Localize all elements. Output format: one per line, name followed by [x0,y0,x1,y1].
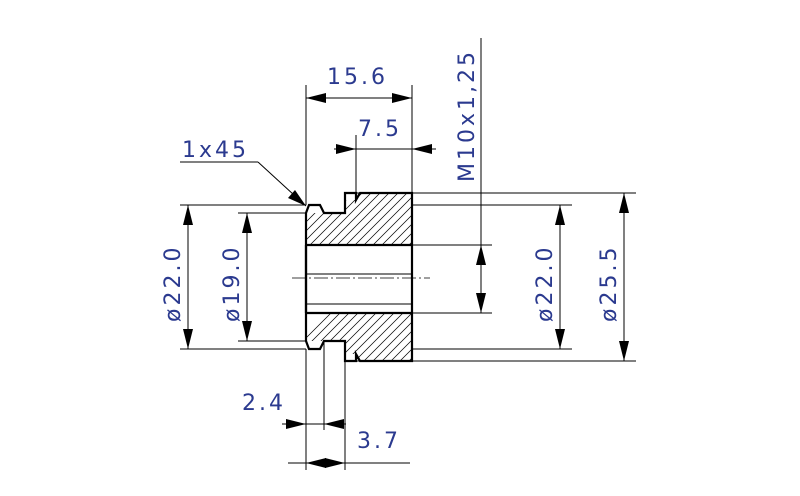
hatch-line [415,310,469,364]
hatch-line [442,190,500,248]
hatch-line [415,190,473,248]
part-outline [304,191,414,363]
hatch-line [405,313,412,361]
hatch-line [333,193,393,245]
hatch-line [478,310,532,364]
label-thread: M10x1,25 [455,49,480,182]
hatch-line [360,313,412,361]
label-groove-position: 3.7 [357,429,401,454]
hatch-line [451,190,509,248]
hatch-line [396,193,412,245]
hatch-line [342,313,398,361]
hatch-line [369,313,412,361]
hatch-line [378,193,412,245]
hatch-line [306,313,362,361]
dim-groove-width [282,419,346,429]
hatch-line [433,310,487,364]
hatch-line [324,313,380,361]
hatch-line [478,190,536,248]
dim-chamfer-leader [180,161,307,207]
hatch-line [460,190,518,248]
label-groove-diameter: ø19.0 [220,245,245,322]
label-thread-length: 7.5 [358,117,402,142]
hatch-line [469,310,523,364]
hatch-line [387,193,412,245]
hatch-line [351,313,407,361]
hatch-line [433,190,491,248]
dim-outer-diameter-left [183,205,193,349]
hatch-line [451,310,505,364]
extension-lines [180,38,636,470]
dim-thread-length [334,144,436,154]
hatch-line [442,310,496,364]
hatch-line [396,313,412,361]
hatch-line [360,193,412,245]
label-bore-diameter: ø22.0 [533,245,558,322]
dim-thread-diameter [476,245,486,313]
label-outer-diameter-left: ø22.0 [161,245,186,322]
hatch-line [306,313,344,361]
hatch-line [369,193,412,245]
hatch-line [306,193,339,245]
hatch-line [333,313,389,361]
hatch-line [405,193,412,245]
label-chamfer: 1x45 [182,138,249,163]
hatch-line [460,310,514,364]
dim-groove-diameter [242,213,252,341]
label-overall-length: 15.6 [327,65,388,90]
hatch-line [387,313,412,361]
hatch-line [469,190,527,248]
label-flange-diameter: ø25.5 [597,245,622,322]
hatch-line [342,193,402,245]
section-hatching-top [306,190,536,248]
dim-bore-diameter [555,205,565,349]
hatch-line [424,190,482,248]
label-groove-width: 2.4 [242,391,286,416]
hatch-line [351,193,411,245]
hatch-line [324,193,384,245]
hatch-line [315,193,375,245]
dim-groove-position [288,458,410,468]
dim-overall-length [306,93,412,103]
section-hatching-bottom [306,310,532,364]
hatch-line [424,310,478,364]
hatch-line [378,313,412,361]
dim-flange-diameter [619,193,629,361]
